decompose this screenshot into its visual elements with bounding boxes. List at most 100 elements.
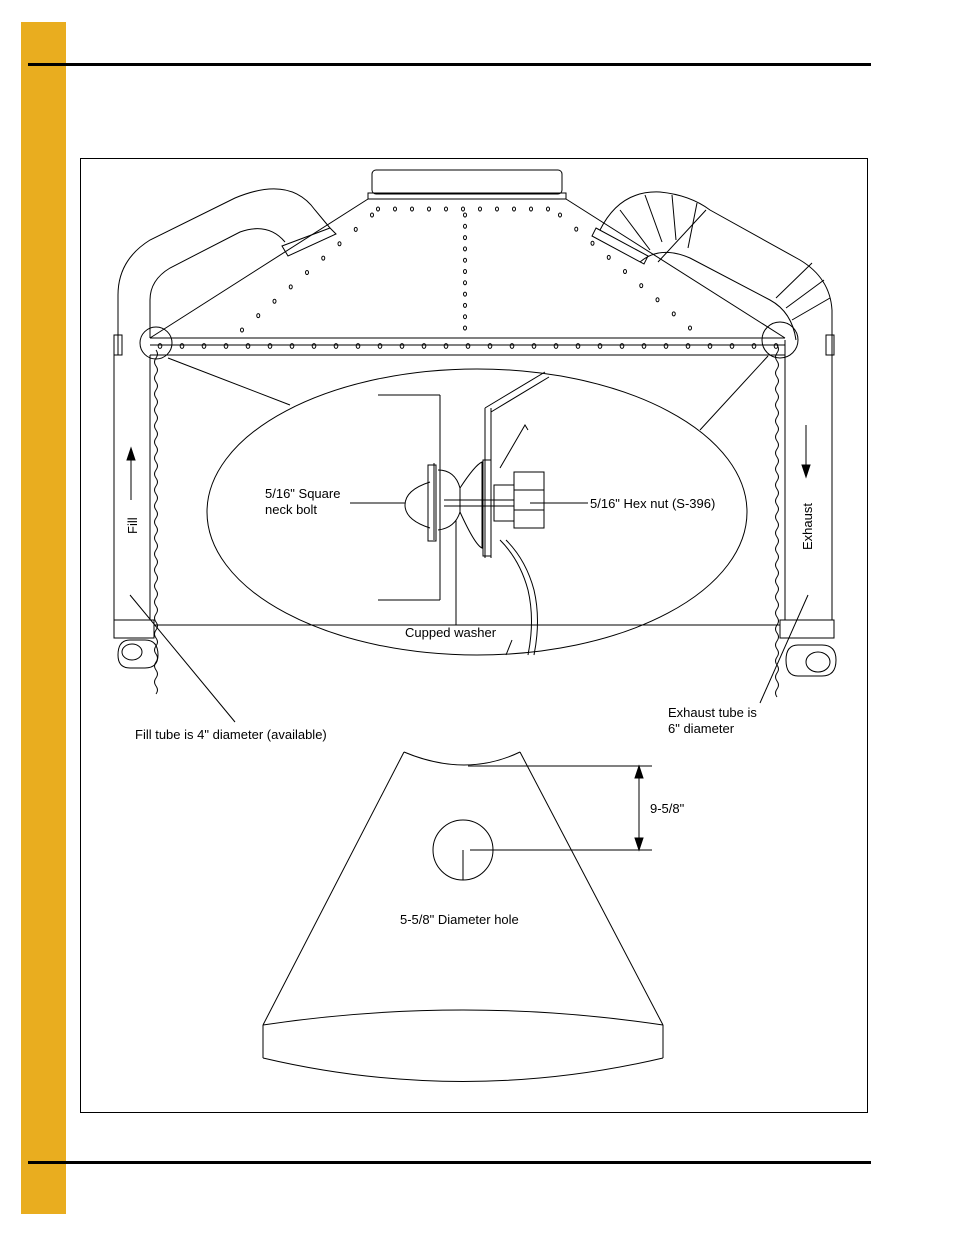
detail-ellipse	[206, 368, 748, 656]
ring-bolt-hole	[685, 343, 691, 349]
ring-bolt-hole	[245, 343, 251, 349]
ring-bolt-hole	[509, 343, 515, 349]
right-callout-line	[699, 355, 769, 431]
cut-template-sector	[262, 751, 664, 1082]
ring-bolt-holes	[157, 343, 779, 349]
roof-bolt-hole	[256, 313, 261, 319]
top-lid	[367, 169, 567, 200]
ring-bolt-hole	[619, 343, 625, 349]
fill-arrow	[126, 446, 136, 500]
left-detail-circle	[139, 326, 173, 360]
right-detail-circle	[761, 321, 799, 359]
ring-bolt-hole	[333, 343, 339, 349]
exhaust-arrow	[801, 425, 811, 479]
ring-bolt-hole	[399, 343, 405, 349]
roof-bolt-hole	[321, 255, 326, 261]
roof-bolt-hole	[305, 270, 309, 275]
roof-bolt-hole	[337, 241, 342, 247]
ring-bolt-hole	[729, 343, 735, 349]
roof-bolt-hole	[463, 212, 467, 218]
ring-bolt-hole	[157, 343, 163, 349]
bolt-label-line2: neck bolt	[265, 502, 317, 517]
roof-bolt-hole	[463, 269, 467, 274]
exhaust-tube	[591, 191, 837, 677]
fill-tube	[113, 188, 337, 669]
fill-tube-label: Fill tube is 4" diameter (available)	[135, 727, 327, 742]
roof-bolt-hole	[463, 314, 467, 320]
roof-bolt-hole	[688, 325, 692, 331]
side-color-band	[21, 22, 66, 1214]
roof-bolt-hole	[427, 206, 431, 212]
roof-bolt-hole	[558, 212, 562, 218]
nut-label: 5/16" Hex nut (S-396)	[590, 496, 715, 511]
bolt-assembly-detail	[378, 371, 550, 656]
ring-bolt-hole	[355, 343, 361, 349]
ring-bolt-hole	[553, 343, 559, 349]
roof-bolt-hole	[288, 284, 293, 290]
roof-bolt-hole	[393, 206, 397, 212]
figure-frame	[80, 158, 868, 1113]
roof-bolt-hole	[529, 206, 533, 212]
ring-bolt-hole	[223, 343, 229, 349]
ring-bolt-hole	[179, 343, 185, 349]
roof-bolt-hole	[478, 206, 482, 212]
ring-bolt-hole	[421, 343, 427, 349]
roof-bolt-hole	[463, 235, 467, 241]
roof-bolt-hole	[463, 223, 467, 229]
roof-bolt-hole	[353, 226, 358, 232]
ring-bolt-hole	[597, 343, 603, 349]
ring-bolt-hole	[663, 343, 669, 349]
roof-bolt-hole	[463, 325, 467, 331]
roof-bolt-hole	[463, 257, 467, 263]
roof-bolt-hole	[370, 212, 374, 218]
ring-bolt-hole	[289, 343, 295, 349]
dimension-label: 9-5/8"	[650, 801, 685, 816]
header-rule	[28, 63, 871, 66]
roof-bolt-hole	[655, 297, 660, 303]
roof-bolt-hole	[463, 246, 467, 252]
roof-bolt-hole	[495, 206, 499, 212]
roof-bolt-hole	[463, 280, 467, 286]
roof-bolt-hole	[463, 302, 467, 308]
left-bin-wall	[154, 349, 158, 695]
washer-label: Cupped washer	[405, 625, 497, 640]
exhaust-tube-callout-line	[759, 594, 809, 704]
roof-bolt-hole	[639, 283, 644, 289]
exhaust-label: Exhaust	[800, 503, 815, 550]
bolt-label-line1: 5/16" Square	[265, 486, 340, 501]
footer-rule	[28, 1161, 871, 1164]
roof-bolt-hole	[546, 206, 550, 212]
roof-bolt-hole	[623, 269, 627, 274]
fill-label: Fill	[125, 517, 140, 534]
ring-bolt-hole	[267, 343, 273, 349]
roof-bolt-holes	[240, 206, 692, 333]
roof-bolt-hole	[574, 226, 579, 232]
roof-bolt-hole	[410, 206, 414, 212]
roof-bolt-hole	[671, 311, 676, 317]
ring-bolt-hole	[311, 343, 317, 349]
ring-bolt-hole	[377, 343, 383, 349]
right-bin-wall	[775, 344, 779, 698]
ring-bolt-hole	[443, 343, 449, 349]
roof-bolt-hole	[272, 298, 277, 304]
left-callout-line	[167, 357, 291, 406]
ring-bolt-hole	[531, 343, 537, 349]
roof-bolt-hole	[512, 206, 516, 212]
ring-bolt-hole	[751, 343, 757, 349]
roof-bolt-hole	[461, 206, 465, 212]
exhaust-tube-label-line1: Exhaust tube is	[668, 705, 757, 720]
roof-bolt-hole	[444, 206, 448, 212]
ring-bolt-hole	[575, 343, 581, 349]
exhaust-tube-label-line2: 6" diameter	[668, 721, 735, 736]
roof-cone	[149, 198, 786, 356]
ring-bolt-hole	[641, 343, 647, 349]
roof-bolt-hole	[240, 327, 244, 333]
ring-bolt-hole	[201, 343, 207, 349]
roof-bolt-hole	[590, 240, 595, 246]
roof-bolt-hole	[376, 206, 380, 212]
roof-bolt-hole	[463, 291, 467, 297]
ring-bolt-hole	[465, 343, 471, 349]
roof-bolt-hole	[606, 254, 611, 260]
ring-bolt-hole	[707, 343, 713, 349]
